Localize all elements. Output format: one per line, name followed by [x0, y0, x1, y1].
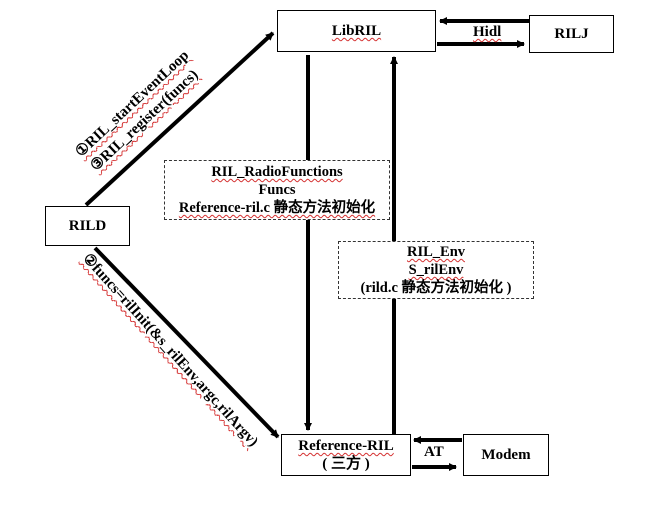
arrow-rild-to-libril — [84, 31, 275, 207]
libril-label: LibRIL — [331, 23, 382, 39]
ril-env-line2: S_rilEnv — [408, 262, 464, 278]
rilj-label: RILJ — [554, 26, 589, 42]
radio-functions-note: RIL_RadioFunctions Funcs Reference-ril.c… — [164, 160, 390, 220]
rilj-box: RILJ — [529, 15, 614, 53]
radio-functions-line3: Reference-ril.c 静态方法初始化 — [178, 200, 376, 216]
ril-env-line1: RIL_Env — [406, 244, 466, 260]
ril-env-note: RIL_Env S_rilEnv (rild.c 静态方法初始化 ) — [338, 241, 534, 299]
ril-env-line3: (rild.c 静态方法初始化 ) — [360, 280, 512, 296]
libril-box: LibRIL — [277, 10, 436, 52]
hidl-label: Hidl — [473, 24, 502, 40]
modem-label: Modem — [481, 447, 531, 463]
reference-ril-label: Reference-RIL — [298, 438, 394, 454]
modem-box: Modem — [463, 434, 549, 476]
radio-functions-line1: RIL_RadioFunctions — [211, 164, 343, 180]
at-label: AT — [424, 444, 444, 460]
arrow-rild-to-reference — [93, 246, 280, 439]
reference-ril-sublabel: ( 三方 ) — [322, 456, 370, 472]
reference-ril-box: Reference-RIL ( 三方 ) — [281, 434, 411, 476]
radio-functions-line2: Funcs — [258, 182, 296, 198]
rild-label: RILD — [68, 218, 107, 234]
rild-box: RILD — [45, 206, 130, 246]
